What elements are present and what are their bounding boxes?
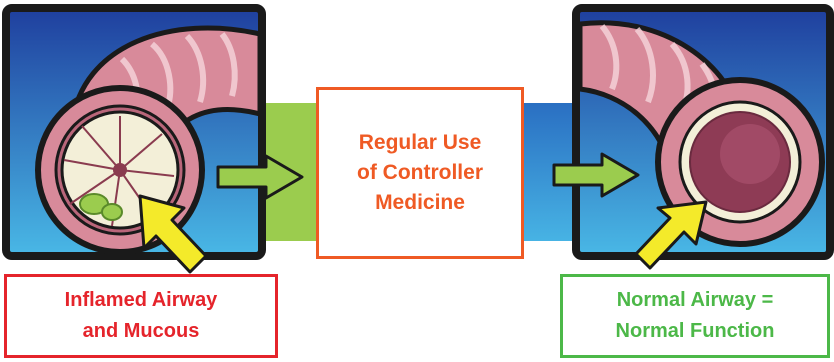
right-caption-line-2: Normal Function bbox=[615, 320, 775, 342]
controller-medicine-box: Regular Use of Controller Medicine bbox=[316, 87, 524, 259]
center-line-3: Medicine bbox=[375, 191, 465, 214]
left-caption-line-2: and Mucous bbox=[82, 320, 200, 342]
center-line-2: of Controller bbox=[357, 161, 483, 184]
right-caption-line-1: Normal Airway = bbox=[616, 289, 774, 311]
pointer-arrow-icon bbox=[138, 194, 208, 274]
left-caption-line-1: Inflamed Airway bbox=[64, 289, 218, 311]
arrow-right-icon bbox=[552, 152, 640, 198]
normal-airway-caption: Normal Airway = Normal Function bbox=[560, 274, 830, 358]
arrow-right-icon bbox=[216, 154, 304, 200]
pointer-arrow-icon bbox=[634, 200, 708, 270]
center-line-1: Regular Use bbox=[358, 131, 482, 154]
inflamed-airway-caption: Inflamed Airway and Mucous bbox=[4, 274, 278, 358]
